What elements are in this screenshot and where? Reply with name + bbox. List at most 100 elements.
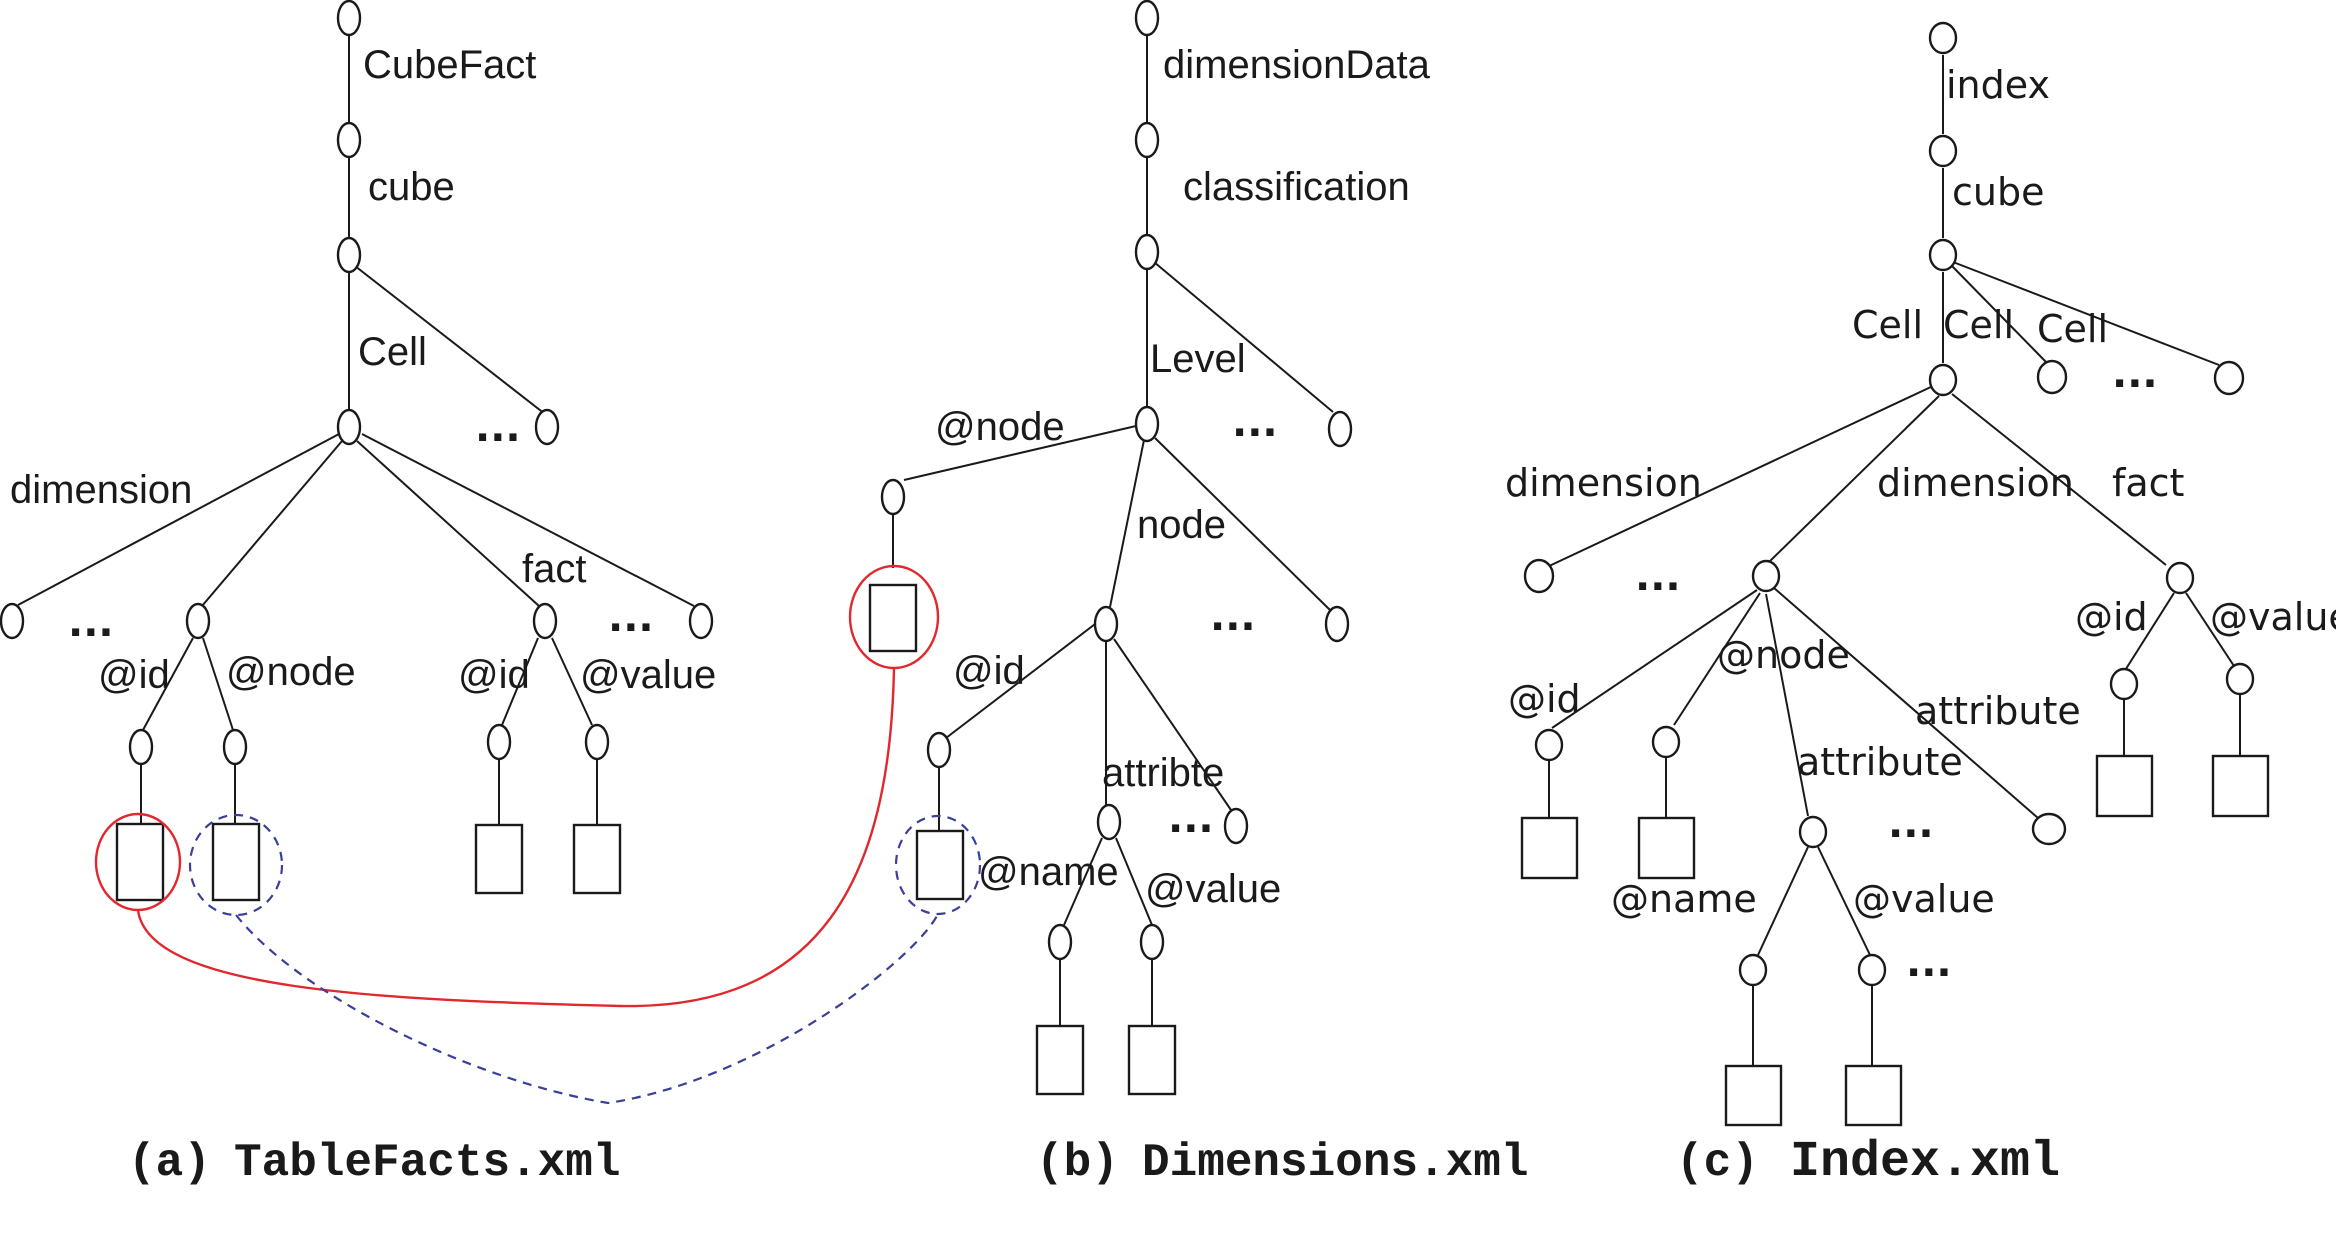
panel-b-dimensions-tree: dimensionData classification Level @node… [848, 0, 1431, 1096]
ellipsis-b-level: ... [1232, 400, 1278, 446]
node-a-fact-more [688, 602, 714, 640]
label-c-fact-id: @id [2075, 595, 2148, 639]
node-c-id [1534, 728, 1564, 762]
ellipsis-c-attribute: ... [1888, 801, 1934, 847]
link-red-id-to-node [136, 667, 896, 1008]
leaf-c-value-value [1844, 1064, 1903, 1127]
label-b-node-attr: @node [935, 405, 1065, 449]
node-b-name [1047, 923, 1073, 961]
ellipsis-c-cell: ... [2112, 351, 2158, 397]
label-b-value: @value [1145, 867, 1281, 911]
leaf-b-name-value [1035, 1024, 1085, 1096]
label-c-node: @node [1717, 633, 1850, 677]
node-c-dimension [1751, 559, 1781, 593]
label-a-dimension: dimension [10, 468, 192, 512]
label-a-dim-id: @id [98, 653, 170, 697]
label-c-attribute-2: attribute [1797, 740, 1963, 784]
caption-a-prefix: (a) [128, 1137, 211, 1189]
node-b-dimensiondata [1134, 121, 1160, 159]
node-b-attribte [1096, 803, 1122, 841]
caption-c-file: Index.xml [1790, 1134, 2060, 1191]
link-blue-node-to-id [235, 913, 939, 1105]
label-a-fact-value: @value [580, 653, 716, 697]
label-b-id: @id [953, 649, 1025, 693]
label-c-value: @value [1853, 877, 1995, 921]
node-c-value [1857, 953, 1887, 987]
label-c-dimension-2: dimension [1877, 461, 2074, 505]
node-b-value [1139, 923, 1165, 961]
label-b-node: node [1137, 503, 1226, 547]
label-a-cell: Cell [358, 330, 427, 374]
panel-c-index-tree: index cube Cell Cell Cell dimension dime… [1505, 21, 2336, 1127]
leaf-c-node-value [1637, 816, 1696, 880]
node-b-root [1134, 0, 1160, 37]
node-b-node-attr [880, 478, 906, 516]
label-c-attribute-1: attribute [1915, 689, 2081, 733]
leaf-b-id-value [915, 829, 965, 901]
leaf-b-node-attr-value [868, 583, 918, 653]
label-c-id: @id [1508, 677, 1581, 721]
node-a-fact-value [584, 723, 610, 761]
label-a-cube: cube [368, 165, 455, 209]
panel-a-tablefacts-tree: CubeFact cube Cell dimension fact @id @n… [0, 0, 716, 917]
ellipsis-b-node: ... [1210, 594, 1256, 640]
node-c-fact-value [2225, 662, 2255, 696]
node-a-cube [336, 236, 362, 274]
ellipsis-a-cell: ... [475, 405, 521, 451]
label-c-fact-value: @value [2210, 595, 2336, 639]
ellipsis-a-fact: ... [608, 595, 654, 641]
ellipsis-c-value: ... [1906, 940, 1952, 986]
node-b-attribte-more [1223, 807, 1249, 845]
leaf-c-fact-id-value [2095, 754, 2154, 818]
node-c-fact-id [2109, 667, 2139, 701]
label-c-index: index [1946, 63, 2050, 107]
leaf-b-value-value [1127, 1024, 1177, 1096]
node-a-cell-more [534, 408, 560, 446]
leaf-a-fact-id-value [474, 823, 524, 895]
caption-b-file: Dimensions.xml [1142, 1137, 1528, 1189]
label-c-name: @name [1611, 877, 1757, 921]
node-c-cube [1928, 238, 1958, 272]
node-b-level-more [1327, 410, 1353, 448]
node-a-cubefact [336, 121, 362, 159]
label-b-classification: classification [1183, 165, 1410, 209]
label-b-level: Level [1150, 337, 1246, 381]
label-c-fact: fact [2112, 461, 2184, 505]
label-a-fact-id: @id [458, 653, 530, 697]
node-c-attribute [1798, 815, 1828, 849]
node-c-attribute-more [2031, 812, 2067, 846]
leaf-a-fact-value-value [572, 823, 622, 895]
label-a-dim-node: @node [226, 650, 356, 694]
ellipsis-c-dimension: ... [1635, 554, 1681, 600]
node-a-fact-id [486, 723, 512, 761]
node-b-node-more [1324, 605, 1350, 643]
label-c-cell-3: Cell [2037, 307, 2108, 351]
highlight-b-id-blue [894, 814, 982, 916]
node-a-dim-node [222, 728, 248, 766]
node-a-fact [532, 602, 558, 640]
label-c-cell-1: Cell [1852, 303, 1923, 347]
node-c-name [1738, 953, 1768, 987]
node-c-cell-3 [2213, 360, 2245, 396]
node-a-dimension-left [0, 602, 25, 640]
node-b-node [1093, 605, 1119, 643]
node-b-classification [1134, 233, 1160, 271]
node-a-cell [336, 408, 362, 446]
label-c-cube: cube [1952, 170, 2044, 214]
caption-b-prefix: (b) [1036, 1137, 1119, 1189]
ellipsis-b-attribte: ... [1168, 796, 1214, 842]
leaf-c-id-value [1520, 816, 1579, 880]
label-c-dimension-1: dimension [1505, 461, 1702, 505]
label-a-fact: fact [522, 547, 586, 591]
caption-a-file: TableFacts.xml [234, 1137, 620, 1189]
node-a-root [336, 0, 362, 37]
ellipsis-a-dimension: ... [68, 600, 114, 646]
leaf-a-dim-id-value [115, 822, 165, 902]
node-c-index [1928, 134, 1958, 168]
leaf-a-dim-node-value [211, 822, 261, 902]
label-c-cell-2: Cell [1943, 303, 2014, 347]
label-b-attribte: attribte [1102, 751, 1224, 795]
node-b-level [1134, 405, 1160, 443]
caption-c-prefix: (c) [1676, 1137, 1759, 1189]
highlight-a-dim-node-blue [188, 813, 284, 917]
